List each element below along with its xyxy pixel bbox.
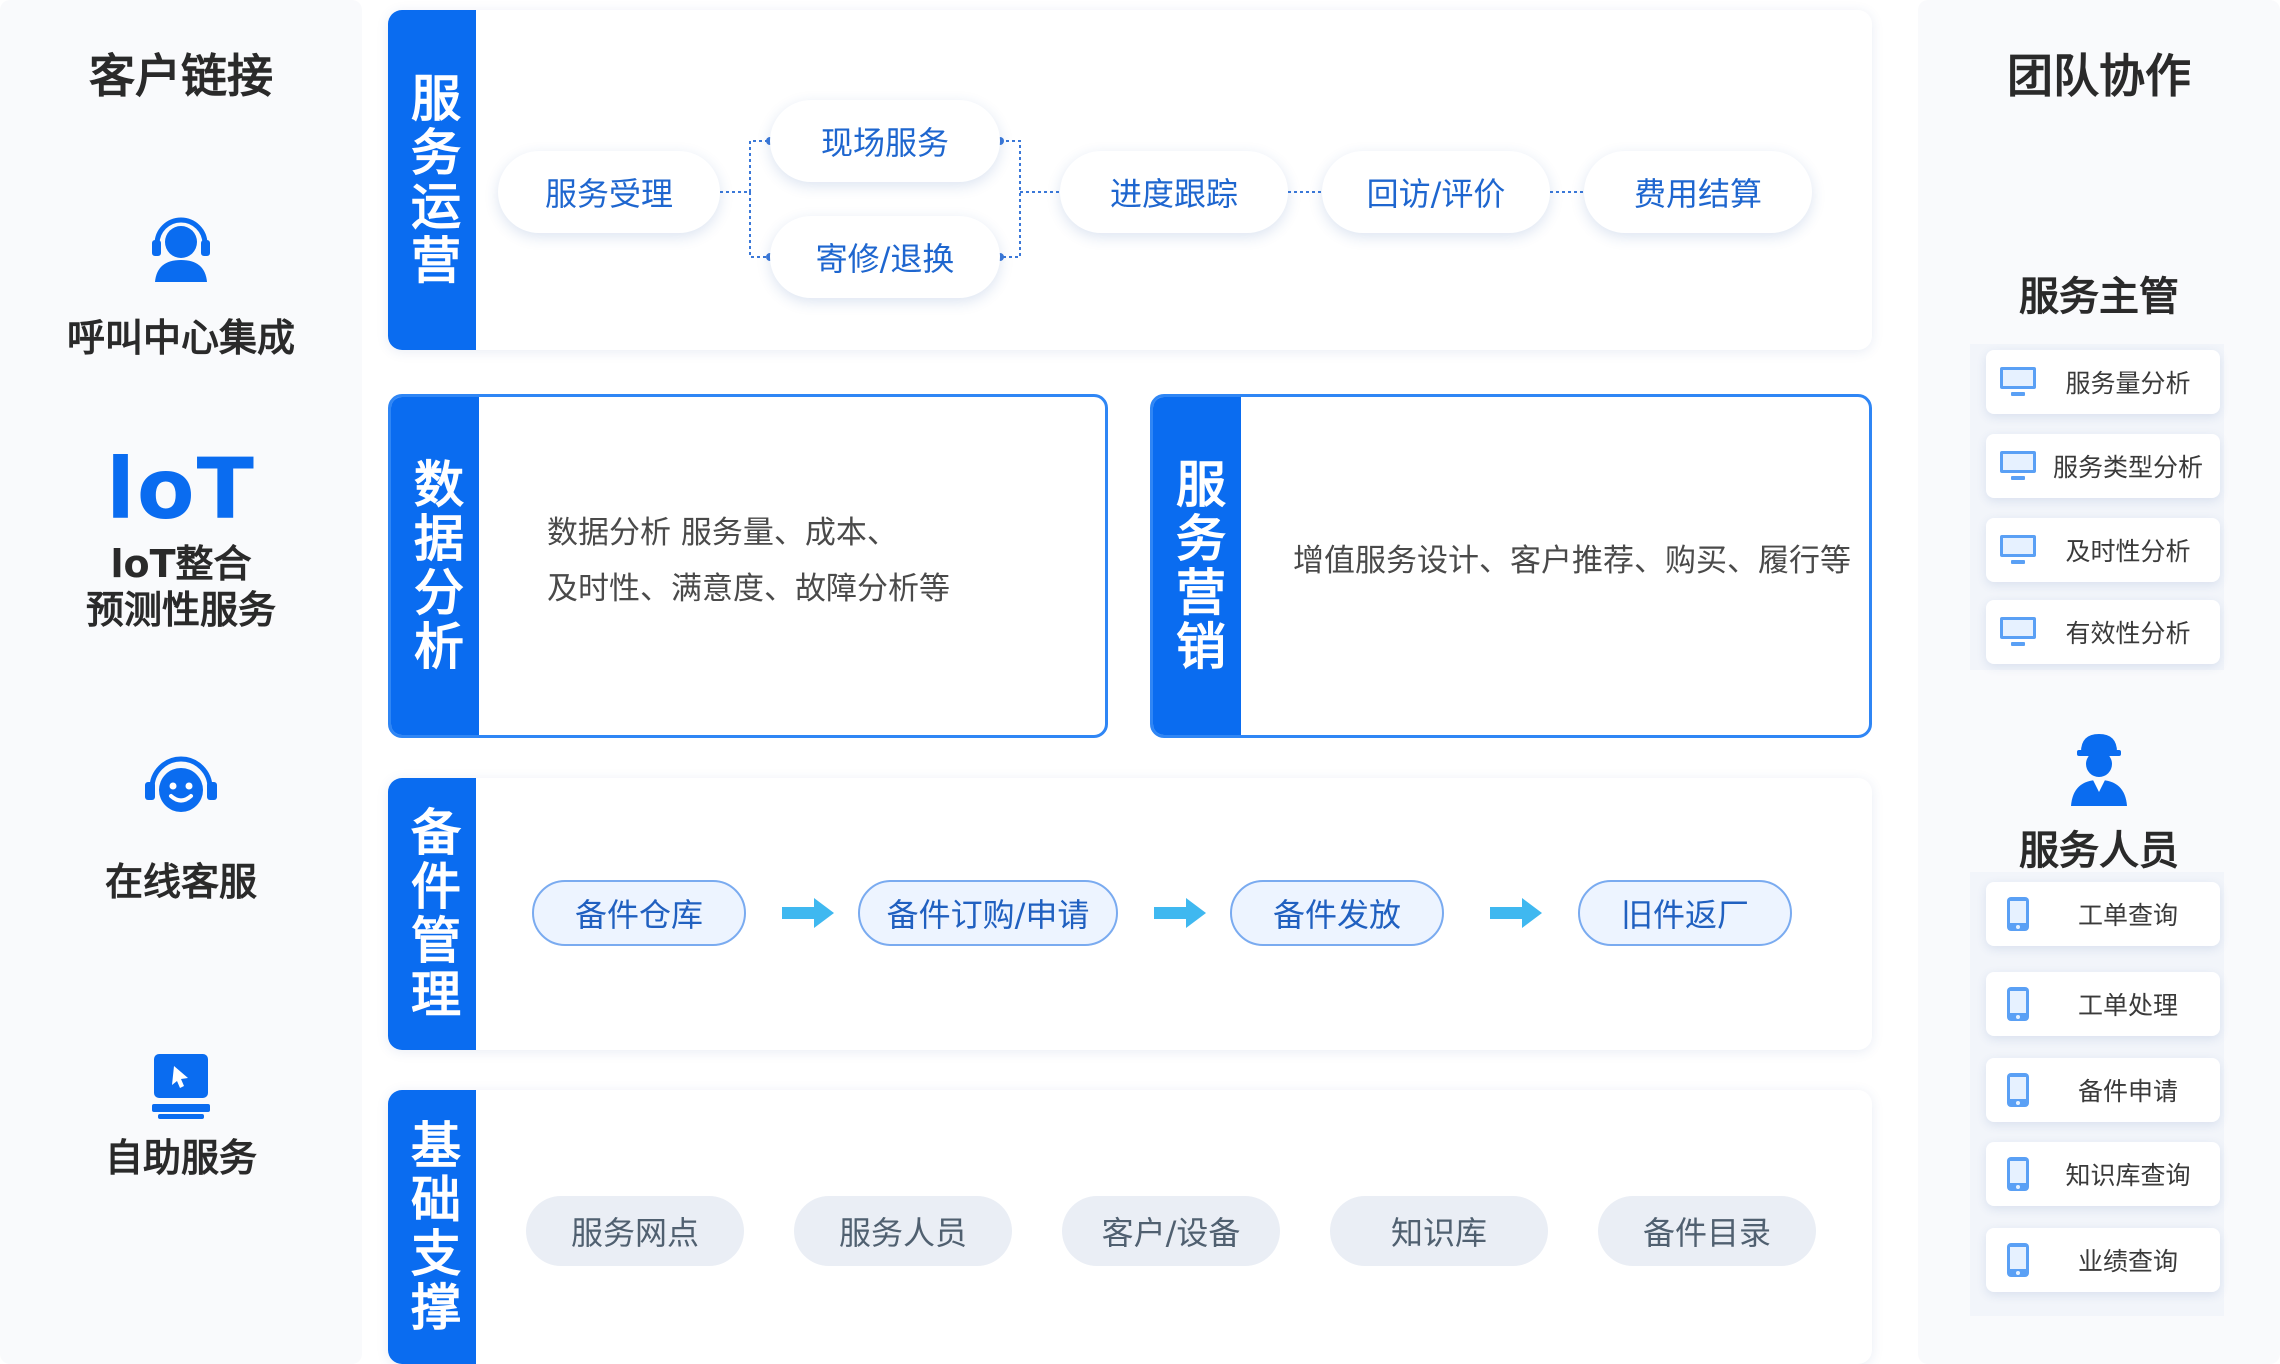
smiley-headset-icon [0,752,362,822]
manager-func-timeliness[interactable]: 及时性分析 [1986,518,2220,582]
headset-agent-icon [0,208,362,282]
monitor-icon [1986,450,2050,482]
data-analysis-label: 数据分析 [391,397,479,735]
flow-node-review: 回访/评价 [1322,151,1550,233]
service-marketing-section: 服务营销 增值服务设计、客户推荐、购买、履行等 [1150,394,1872,738]
mobile-phone-icon [1986,896,2050,932]
mobile-phone-icon [1986,1072,2050,1108]
self-service-terminal-icon [0,1050,362,1120]
monitor-icon [1986,616,2050,648]
arrow-right-icon [1154,898,1206,928]
spare-parts-section: 备件管理 备件仓库 备件订购/申请 备件发放 旧件返厂 [388,778,1872,1050]
staff-func-knowledge-query[interactable]: 知识库查询 [1986,1142,2220,1206]
service-marketing-text: 增值服务设计、客户推荐、购买、履行等 [1293,543,1851,579]
customer-link-panel: 客户链接 呼叫中心集成 loT loT整合 预测性服务 在线客服 [0,0,362,1364]
staff-func-order-query[interactable]: 工单查询 [1986,882,2220,946]
flow-node-accept: 服务受理 [498,151,720,233]
base-item-parts-catalog: 备件目录 [1598,1196,1816,1266]
manager-func-effectiveness[interactable]: 有效性分析 [1986,600,2220,664]
mobile-phone-icon [1986,1242,2050,1278]
service-worker-icon [1918,730,2280,806]
manager-func-label: 有效性分析 [2065,619,2191,648]
flow-node-progress: 进度跟踪 [1060,151,1288,233]
base-item-staff: 服务人员 [794,1196,1012,1266]
online-service-label: 在线客服 [104,860,257,904]
staff-func-performance-query[interactable]: 业绩查询 [1986,1228,2220,1292]
iot-logo: loT [106,440,256,538]
arrow-right-icon [1490,898,1542,928]
data-analysis-line1: 数据分析 服务量、成本、 [547,515,898,551]
data-analysis-line2: 及时性、满意度、故障分析等 [547,571,950,607]
manager-func-service-type[interactable]: 服务类型分析 [1986,434,2220,498]
data-analysis-section: 数据分析 数据分析 服务量、成本、 及时性、满意度、故障分析等 [388,394,1108,738]
staff-func-label: 知识库查询 [2065,1161,2191,1190]
monitor-icon [1986,534,2050,566]
flow-node-repair: 寄修/退换 [770,216,1000,298]
manager-func-label: 及时性分析 [2065,537,2191,566]
staff-func-parts-request[interactable]: 备件申请 [1986,1058,2220,1122]
mobile-phone-icon [1986,986,2050,1022]
staff-func-label: 业绩查询 [2077,1247,2178,1276]
basic-support-section: 基础支撑 服务网点 服务人员 客户/设备 知识库 备件目录 [388,1090,1872,1364]
parts-step-order: 备件订购/申请 [858,880,1118,946]
manager-func-service-volume[interactable]: 服务量分析 [1986,350,2220,414]
base-item-customer-device: 客户/设备 [1062,1196,1280,1266]
service-marketing-label: 服务营销 [1153,397,1241,735]
iot-label-line1: loT整合 [110,542,252,586]
call-center-label: 呼叫中心集成 [66,316,295,360]
parts-step-warehouse: 备件仓库 [532,880,746,946]
team-collaboration-title: 团队协作 [2007,49,2191,103]
service-operations-label: 服务运营 [388,10,476,350]
base-item-knowledge: 知识库 [1330,1196,1548,1266]
flow-node-billing: 费用结算 [1584,151,1812,233]
monitor-icon [1986,366,2050,398]
self-service-label: 自助服务 [104,1136,257,1180]
staff-func-label: 工单处理 [2077,991,2178,1020]
spare-parts-label: 备件管理 [388,778,476,1050]
customer-link-title: 客户链接 [89,49,273,103]
parts-step-issue: 备件发放 [1230,880,1444,946]
arrow-right-icon [782,898,834,928]
staff-func-label: 工单查询 [2077,901,2178,930]
parts-step-return: 旧件返厂 [1578,880,1792,946]
mobile-phone-icon [1986,1156,2050,1192]
manager-func-label: 服务类型分析 [2052,453,2203,482]
staff-func-label: 备件申请 [2077,1077,2178,1106]
service-operations-section: 服务运营 服务受理 现场服务 寄修/退换 进度跟踪 回访/评价 费用结算 [388,10,1872,350]
basic-support-label: 基础支撑 [388,1090,476,1364]
service-staff-title: 服务人员 [2019,828,2179,874]
base-item-outlets: 服务网点 [526,1196,744,1266]
staff-func-order-process[interactable]: 工单处理 [1986,972,2220,1036]
flow-node-onsite: 现场服务 [770,100,1000,182]
service-manager-title: 服务主管 [2019,274,2179,320]
iot-label-line2: 预测性服务 [85,588,276,632]
manager-func-label: 服务量分析 [2065,369,2191,398]
